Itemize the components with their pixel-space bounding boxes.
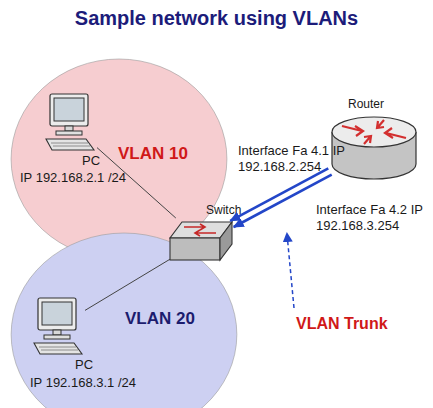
switch-icon — [170, 218, 232, 263]
vlan-name: VLAN 20 — [125, 311, 195, 327]
device-name: Router — [348, 96, 384, 112]
pc-icon — [42, 92, 97, 154]
pc-host: PCIP 192.168.3.1 /24 — [30, 296, 85, 358]
interface-label: Interface Fa 4.2 IP 192.168.3.254 — [316, 202, 433, 234]
host-name: PC — [82, 153, 100, 169]
callout-leader — [287, 234, 294, 308]
trunk-link — [230, 168, 328, 220]
pc-host: PCIP 192.168.2.1 /24 — [42, 92, 97, 154]
host-name: PC — [75, 357, 93, 373]
device-name: Switch — [206, 202, 241, 218]
access-link — [85, 259, 170, 310]
switch-device: Switch — [170, 218, 232, 263]
ip-address: IP 192.168.2.1 /24 — [20, 170, 126, 186]
callout-label: VLAN Trunk — [296, 316, 388, 332]
vlan-name: VLAN 10 — [118, 146, 188, 162]
access-link — [97, 148, 176, 218]
diagram-title: Sample network using VLANs — [0, 6, 433, 30]
ip-address: IP 192.168.3.1 /24 — [30, 375, 136, 391]
interface-label: Interface Fa 4.1 IP 192.168.2.254 — [238, 143, 356, 175]
pc-icon — [30, 296, 85, 358]
trunk-link — [234, 175, 332, 227]
